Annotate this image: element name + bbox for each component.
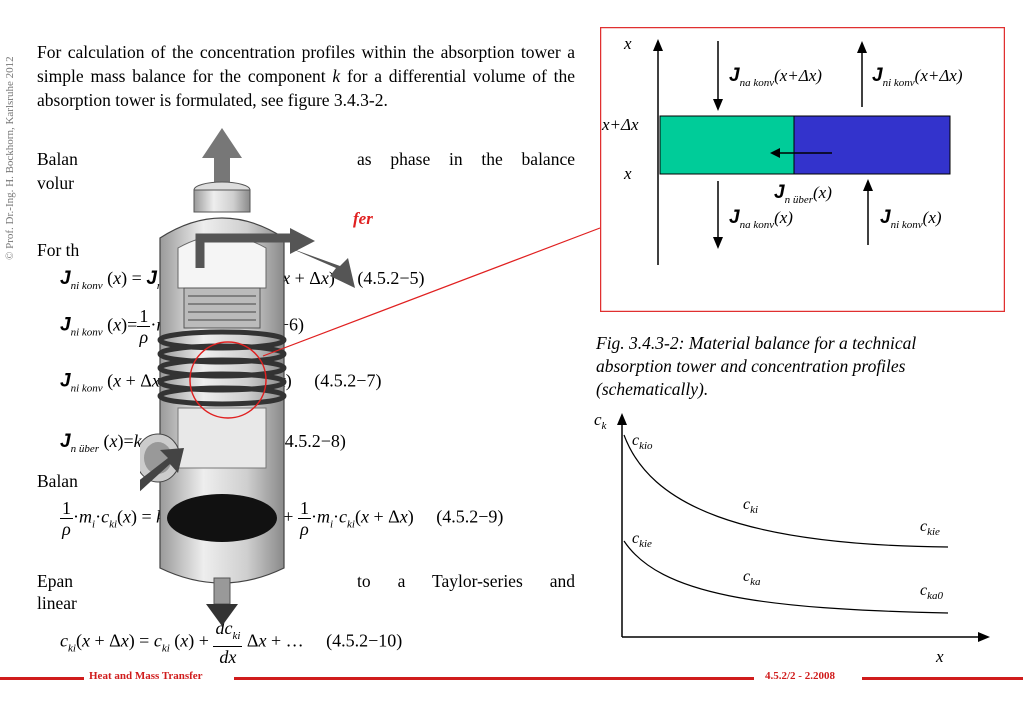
- top-left-flux-label: (x+Δx): [774, 66, 822, 85]
- footer-line-right: [862, 677, 1023, 680]
- svg-text:Jna konv(x): Jna konv(x): [729, 207, 793, 231]
- liquid-outlet-arrow: [206, 604, 238, 626]
- packing-rings: [157, 329, 287, 407]
- label-ckie-left: ckie: [632, 530, 652, 550]
- red-fragment: fer: [353, 209, 373, 228]
- label-x: x: [623, 164, 632, 183]
- gas-phase-block: [659, 115, 795, 175]
- svg-text:Jni konv(x+Δx): Jni konv(x+Δx): [872, 65, 963, 89]
- top-right-flux-label: (x+Δx): [915, 66, 963, 85]
- balance-line-1-left: Balan: [37, 149, 78, 169]
- bottom-right-flux-label: (x): [923, 208, 942, 227]
- intro-text-2: for a differential volume of the absorpt…: [37, 66, 576, 110]
- balance-line-2-left: volur: [37, 173, 74, 193]
- profile-chart: ck x ckio cki ckie ckie cka cka0: [594, 410, 990, 666]
- label-cka: cka: [743, 568, 761, 588]
- arrow-ni-bottom: [863, 179, 873, 191]
- curve-cka: [623, 540, 949, 614]
- liquid-sump: [167, 494, 277, 542]
- for-line: For th: [37, 240, 80, 260]
- svg-text:Jn über(x): Jn über(x): [774, 182, 832, 206]
- balance-axis-label: x: [623, 34, 632, 53]
- footer-left-text: Heat and Mass Transfer: [89, 670, 203, 682]
- equation-9: 1ρ·mi·cki(x) = ki · A · (cki − cki*) + 1…: [60, 498, 504, 539]
- transfer-arrow: [770, 148, 780, 158]
- figure-caption: Fig. 3.4.3-2: Material balance for a tec…: [596, 333, 917, 399]
- equation-9-number: (4.5.2−9): [436, 506, 504, 527]
- profile-y-label: ck: [594, 410, 608, 432]
- balance-figure: x x+Δx x Jna konv(x+Δx) Jni konv(x+Δx) J…: [600, 27, 1005, 312]
- arrow-ni-top: [857, 41, 867, 53]
- equation-8-number: (4.5.2−8): [278, 431, 346, 451]
- arrow-na-top: [713, 99, 723, 111]
- footer-right-text: 4.5.2/2 - 2.2008: [765, 670, 835, 682]
- label-cka0: cka0: [920, 582, 943, 602]
- equation-10-number: (4.5.2−10): [326, 630, 403, 651]
- balan-line: Balan: [37, 471, 78, 491]
- absorption-tower-illustration: [140, 128, 355, 626]
- label-ckie-right: ckie: [920, 518, 940, 538]
- epan-line-right: to a Taylor-series and: [357, 571, 575, 591]
- label-ckio: ckio: [632, 432, 653, 452]
- curve-cki: [623, 434, 949, 548]
- gas-outlet-arrow: [202, 128, 242, 188]
- footer-line-middle: [234, 677, 754, 680]
- profile-x-label: x: [935, 647, 944, 666]
- highlight-circle: [189, 341, 267, 419]
- label-x-plus-dx: x+Δx: [601, 115, 639, 134]
- liquid-phase-block: [793, 115, 951, 175]
- footer-line-left: [0, 677, 84, 680]
- transfer-flux-label: (x): [813, 183, 832, 202]
- gas-inlet-arrow: [140, 448, 184, 492]
- equation-5-number: (4.5.2−5): [357, 268, 425, 288]
- intro-paragraph: For calculation of the concentration pro…: [37, 40, 575, 112]
- svg-text:Jni konv(x): Jni konv(x): [880, 207, 942, 231]
- label-cki: cki: [743, 496, 758, 516]
- svg-text:Jna konv(x+Δx): Jna konv(x+Δx): [729, 65, 822, 89]
- intro-text-1: For calculation of the concentration pro…: [37, 42, 575, 86]
- balance-line-1-right: as phase in the balance: [357, 149, 575, 169]
- side-arrow-top: [290, 248, 355, 288]
- equation-7-number: (4.5.2−7): [314, 370, 382, 391]
- intro-component: k: [332, 66, 341, 86]
- linear-line: linear: [37, 593, 77, 613]
- epan-line-left: Epan: [37, 571, 73, 591]
- arrow-na-bottom: [713, 237, 723, 249]
- bottom-left-flux-label: (x): [774, 208, 793, 227]
